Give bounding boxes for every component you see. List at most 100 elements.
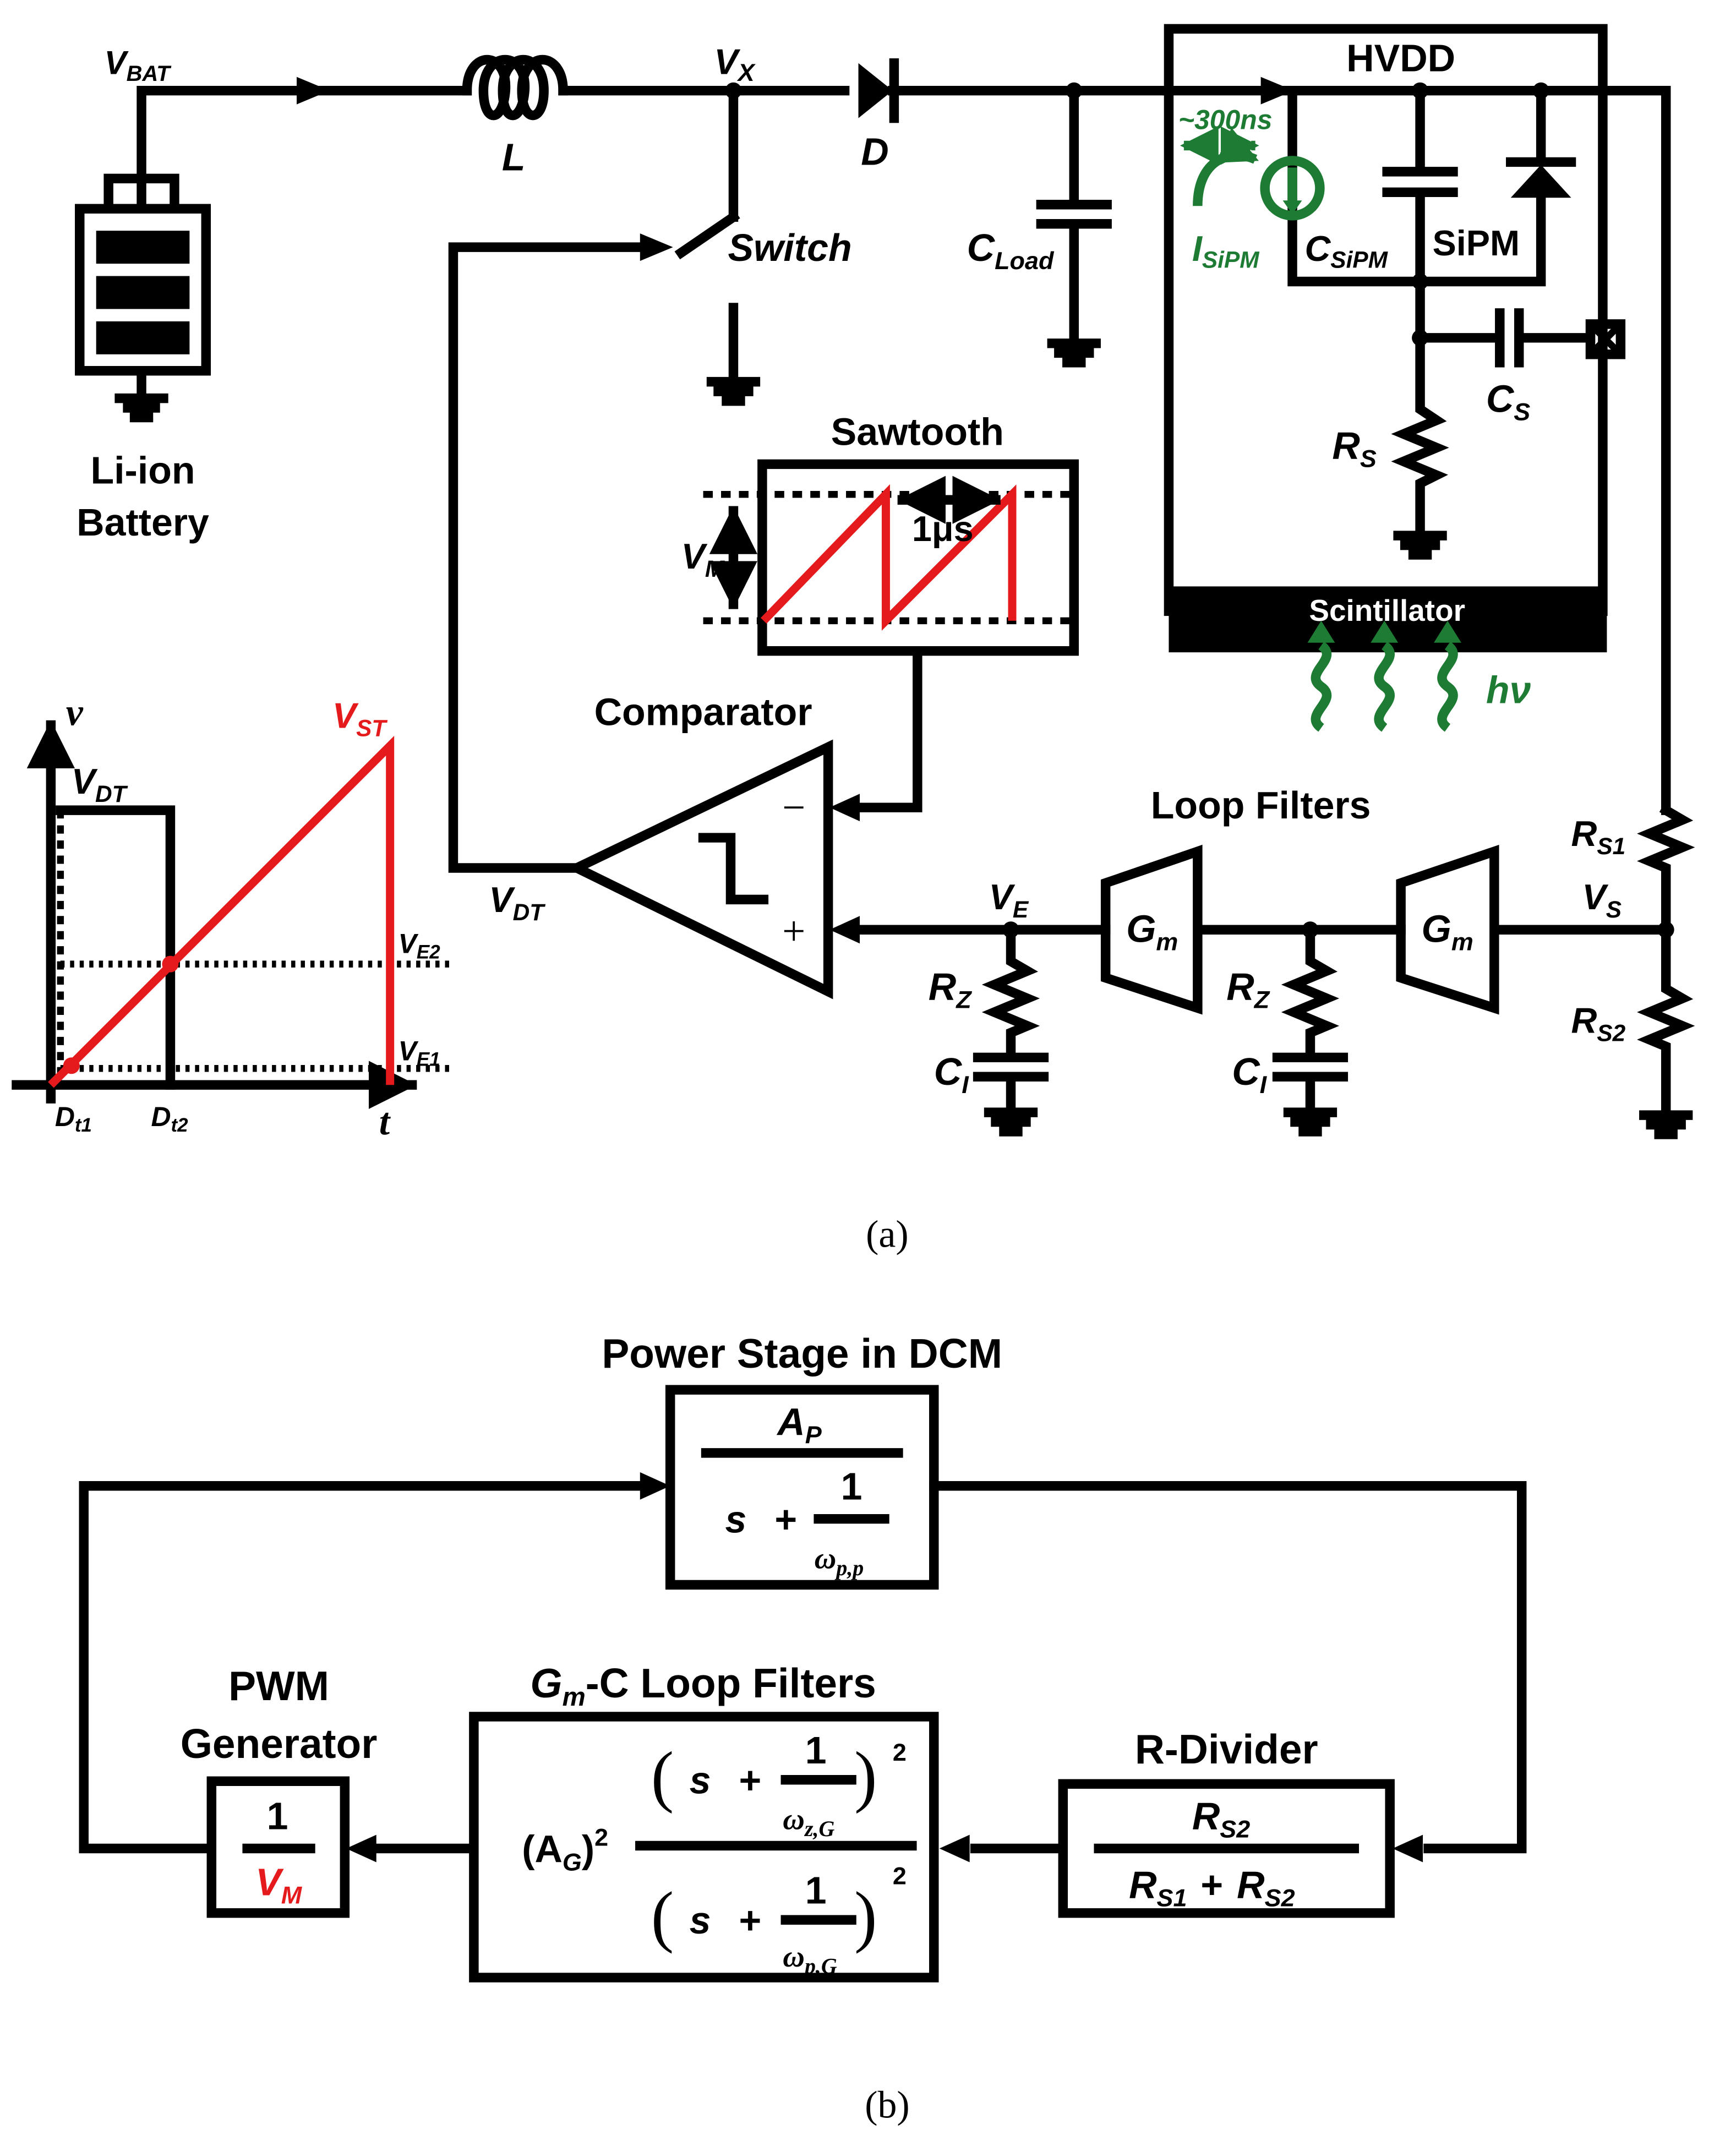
panel-b: Power Stage in DCM AP s + 1 ωp,p PWM Gen… — [79, 1330, 1527, 2127]
arrow-into-power-stage — [640, 1472, 670, 1500]
cload-symbol — [1036, 85, 1112, 368]
comparator-plus: + — [782, 909, 805, 954]
diode-symbol — [858, 58, 899, 123]
plot-t-axis-label: t — [379, 1101, 391, 1143]
rz-label-1: RZ — [929, 965, 972, 1013]
ci-label-2: CI — [1232, 1050, 1267, 1099]
wzg-label: ωz,G — [783, 1803, 834, 1841]
period-label: 1μs — [912, 509, 974, 549]
gmc-num-sq: 2 — [893, 1738, 907, 1766]
diode-label: D — [861, 130, 888, 173]
top-rail-arrow — [297, 77, 330, 105]
gmc-num-s: s — [690, 1759, 711, 1802]
rz-ci-network-1 — [973, 921, 1049, 1137]
sipm-network — [1287, 85, 1626, 560]
rdiv-den: RS1+RS2 — [1129, 1863, 1295, 1911]
gmc-num-rparen: ) — [854, 1738, 877, 1814]
comparator-symbol — [566, 739, 833, 1000]
wpg-label: ωp,G — [783, 1940, 837, 1978]
panel-a: VBAT Li-ion Battery L VX Switch D CLoad … — [12, 24, 1695, 1256]
plot-dt2-label: Dt2 — [151, 1101, 189, 1136]
vx-label: VX — [714, 42, 756, 86]
gate-drive-wire — [448, 242, 651, 873]
isipm-label: ISiPM — [1192, 228, 1260, 272]
power-stage-one: 1 — [841, 1465, 862, 1508]
hvdd-label: HVDD — [1346, 37, 1455, 80]
gmc-box — [469, 1712, 939, 1982]
ci-label-1: CI — [934, 1050, 969, 1099]
gate-drive-arrow — [640, 233, 673, 261]
plot-dt1-label: Dt1 — [55, 1101, 92, 1136]
scintillator-label: Scintillator — [1309, 593, 1465, 627]
plot-ve2-label: VE2 — [398, 929, 441, 963]
r-divider-title: R-Divider — [1135, 1726, 1318, 1772]
pwm-title-line2: Generator — [181, 1721, 378, 1767]
rs1-label: RS1 — [1571, 813, 1626, 859]
r-divider-network — [1637, 804, 1695, 1139]
sawtooth-wave — [760, 484, 1017, 631]
power-stage-box — [665, 1385, 939, 1590]
gmc-den-sq: 2 — [893, 1861, 907, 1889]
photon-arrows — [1307, 620, 1461, 732]
gmc-title: Gm-C Loop Filters — [530, 1660, 876, 1712]
gmc-num-lparen: ( — [651, 1738, 674, 1814]
gm-label-2: Gm — [1422, 908, 1473, 956]
timing-plot — [12, 720, 454, 1109]
cload-label: CLoad — [967, 226, 1055, 275]
feedback-loop-wires — [79, 1481, 1527, 1854]
minus-arrow — [829, 794, 860, 822]
sipm-label: SiPM — [1433, 223, 1520, 263]
arrow-into-pwm — [346, 1834, 376, 1863]
rz-ci-network-2 — [1272, 921, 1349, 1137]
plot-ve1-label: VE1 — [398, 1035, 440, 1070]
plot-vdt-label: VDT — [72, 761, 128, 807]
vbat-label: VBAT — [105, 45, 172, 86]
battery-symbol — [75, 173, 211, 423]
rdiv-num: RS2 — [1192, 1795, 1250, 1843]
inductor-label: L — [502, 135, 526, 178]
isipm-current-source — [1180, 126, 1325, 221]
power-stage-plus: + — [774, 1498, 797, 1541]
r-divider-box — [1058, 1779, 1395, 1918]
rz-label-2: RZ — [1226, 965, 1270, 1013]
gmc-den-plus: + — [739, 1899, 761, 1942]
vs-label: VS — [1582, 877, 1622, 922]
pwm-vm: VM — [255, 1860, 303, 1909]
gm-block-1 — [1100, 844, 1203, 1015]
gmc-den-one: 1 — [805, 1869, 827, 1911]
battery-label-line2: Battery — [77, 501, 209, 544]
gm-label-1: Gm — [1126, 908, 1178, 956]
ve-label: VE — [989, 877, 1029, 922]
pwm-box — [206, 1776, 350, 1918]
plus-arrow — [829, 916, 860, 944]
comparator-minus: − — [782, 785, 805, 831]
switch-label: Switch — [728, 226, 851, 269]
comparator-title: Comparator — [594, 690, 812, 733]
arrow-into-gmc — [939, 1834, 970, 1863]
pwm-title-line1: PWM — [228, 1663, 329, 1709]
gmc-den-lparen: ( — [651, 1878, 674, 1954]
csipm-label: CSiPM — [1304, 228, 1388, 272]
loop-filters-title: Loop Filters — [1151, 784, 1371, 827]
gm-block-2 — [1396, 844, 1499, 1015]
ap-label: AP — [776, 1400, 822, 1449]
vdt-label: VDT — [489, 880, 545, 925]
ag-label: (AG)2 — [522, 1823, 608, 1876]
gmc-den-rparen: ) — [854, 1878, 877, 1954]
sawtooth-title: Sawtooth — [831, 410, 1004, 453]
wpp-label: ωp,p — [815, 1542, 864, 1580]
gmc-num-plus: + — [739, 1759, 761, 1802]
caption-a: (a) — [866, 1214, 909, 1256]
caption-b: (b) — [865, 2084, 909, 2127]
vm-label: VM — [681, 536, 725, 582]
battery-label-line1: Li-ion — [90, 449, 195, 491]
vst-ramp — [48, 735, 395, 1088]
power-stage-s: s — [725, 1498, 747, 1541]
hv-label: hν — [1486, 669, 1531, 712]
plot-vst-label: VST — [332, 695, 388, 741]
gmc-den-s: s — [690, 1899, 711, 1942]
gmc-num-one: 1 — [805, 1729, 827, 1772]
power-stage-title: Power Stage in DCM — [602, 1330, 1002, 1377]
rs2-label: RS2 — [1571, 1000, 1626, 1046]
